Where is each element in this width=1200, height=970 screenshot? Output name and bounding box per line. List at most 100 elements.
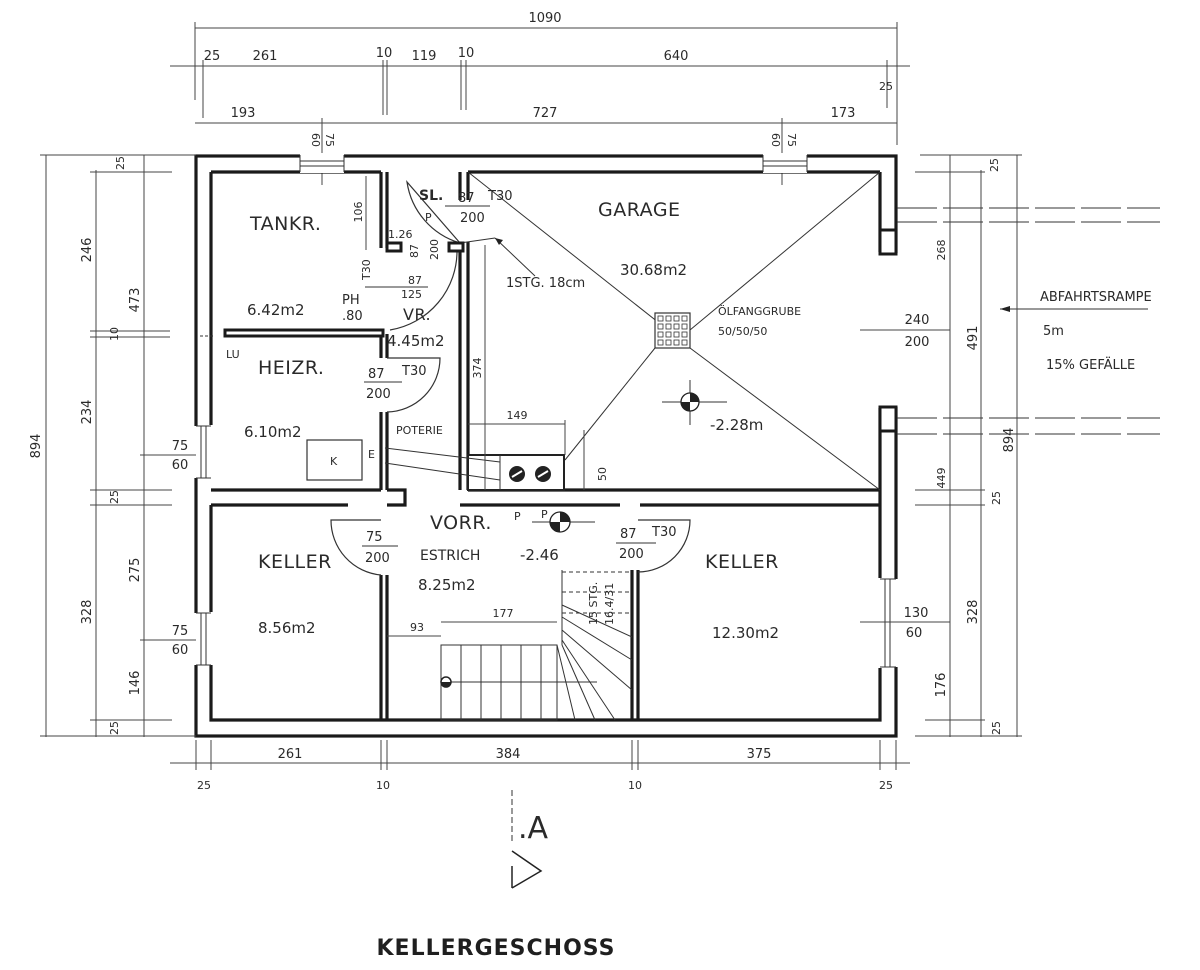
dim-text: 894 [29,434,44,459]
door-keller-left-height: 200 [365,551,390,566]
dim-text: 10 [376,46,393,61]
dim-text: 10 [376,779,390,792]
section-marker: .A [511,790,549,889]
wall-stub [878,405,898,433]
dim-text: 93 [410,621,424,634]
dim-text: 146 [128,671,143,696]
ramp-arrow-head [1000,306,1010,312]
dim-text: 491 [966,326,981,351]
arrow-step [494,237,536,277]
dim-text: 25 [197,779,211,792]
window-gap [763,153,807,173]
internal-dimensions: 106 374 149 50 93 177 [352,176,609,634]
dim-text: 234 [80,400,95,425]
dim-text: 10 [108,327,121,341]
flue-line [384,447,501,463]
room-name-keller-right: KELLER [705,551,779,573]
dim-text: 25 [879,80,893,93]
dim-text: 106 [352,202,365,223]
stair-start-fill [441,682,451,687]
dim-text: 119 [412,49,437,64]
doors [330,180,691,576]
note-stair-step: 1STG. 18cm [506,276,585,291]
door-frame [385,241,403,253]
dim-text: 328 [966,600,981,625]
note-oil-pit: ÖLFANGGRUBE [718,305,801,318]
dim-text: 130 [904,606,929,621]
pipe-mark [537,470,549,478]
dim-text: 60 [309,133,322,147]
dim-text: 149 [507,409,528,422]
dim-text: 246 [80,238,95,263]
room-name-tankr: TANKR. [249,213,321,235]
room-name-vr: VR. [403,305,431,324]
door-labels: SL. 87 200 T30 P 1.26 87 200 T30 87 125 … [342,188,676,566]
section-arrow-icon [511,850,543,889]
door-keller-right-rating: T30 [651,525,676,540]
wall-tankr-heizr [223,328,385,338]
window-garage [762,155,808,172]
dim-text: 25 [204,49,221,64]
pipe-mark [511,470,523,478]
door-frame [447,241,465,253]
room-area-keller-left: 8.56m2 [258,619,316,637]
door-sl-rating: T30 [487,189,512,204]
dim-text: 261 [278,747,303,762]
window-gap [193,426,213,478]
room-name-vorr: VORR. [430,512,492,534]
room-area-keller-right: 12.30m2 [712,624,779,642]
dim-text: 268 [935,240,948,261]
stair-tread [561,604,633,638]
annotations: 1STG. 18cm ÖLFANGGRUBE 50/50/50 -2.28m A… [226,276,1152,625]
dim-text: 60 [172,643,189,658]
room-area-tankr: 6.42m2 [247,301,305,319]
dim-text: 640 [664,49,689,64]
door-sl-height: 200 [460,211,485,226]
note-ramp-length: 5m [1043,324,1064,339]
dim-text: 10 [458,46,475,61]
dim-text: 25 [879,779,893,792]
dim-text: 25 [990,491,1003,505]
room-name-heizr: HEIZR. [258,357,324,379]
door-sl-label: SL. [419,188,443,204]
dim-text: 25 [108,490,121,504]
dim-text: 75 [323,133,336,147]
door-keller-left [330,519,382,576]
slope-line [689,347,881,491]
plan-title: KELLERGESCHOSS [377,936,616,961]
window-heizr [196,425,211,479]
stair-tread [561,639,616,721]
dim-text: 25 [114,156,127,170]
door-sl-mark: P [425,211,432,224]
dim-text: 177 [493,607,514,620]
window-gap [300,153,344,173]
door-leaf [459,237,496,244]
note-stairs-ratio: 16.4/31 [603,583,616,625]
room-area-vorr: 8.25m2 [418,576,476,594]
stair-tread [561,616,633,661]
section-label: .A [518,811,549,846]
note-p1: P [514,510,521,523]
dim-text: 75 [172,439,189,454]
dim-text: 449 [935,468,948,489]
room-name-garage: GARAGE [598,199,681,221]
garage-details [384,171,881,491]
room-area-garage: 30.68m2 [620,261,687,279]
window-keller-left [196,612,211,666]
room-area-vr: 4.45m2 [387,332,445,350]
door-keller-right-height: 200 [619,547,644,562]
dim-text: 894 [1002,428,1017,453]
door-ph-value: .80 [342,309,363,324]
door-keller-right-width: 87 [620,527,637,542]
room-level-vorr: -2.46 [520,546,559,564]
dim-text: 75 [785,133,798,147]
door-heizr-width: 87 [368,367,385,382]
outer-wall [194,154,898,738]
arrow-head [495,238,503,245]
dim-text: 374 [471,358,484,379]
room-floor-vorr: ESTRICH [420,548,480,564]
room-labels: TANKR. 6.42m2 HEIZR. 6.10m2 VR. 4.45m2 G… [244,199,779,642]
dim-text: 261 [253,49,278,64]
dim-overall-top: 1090 [528,11,561,26]
wall-stub [878,228,898,256]
